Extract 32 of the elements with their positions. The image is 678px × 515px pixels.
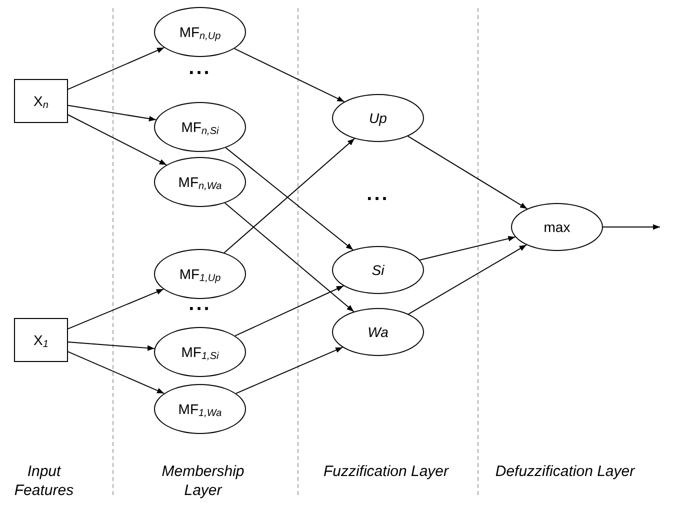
node-ellipse: MF$_{n,Si}$	[154, 102, 246, 152]
arrow	[68, 288, 164, 330]
arrow	[68, 47, 165, 90]
node-ellipse: Si	[332, 246, 424, 294]
node-ellipse: MF$_{1,Si}$	[154, 327, 246, 377]
arrow	[68, 114, 167, 166]
ellipsis: ...	[188, 56, 212, 81]
arrow	[236, 346, 344, 394]
arrow	[224, 202, 354, 312]
arrow	[419, 236, 516, 260]
input-box: X$_{n}$	[14, 79, 68, 123]
column-label: Input Features	[13, 462, 75, 500]
node-ellipse: Wa	[332, 308, 424, 356]
node-ellipse: MF$_{n,Up}$	[154, 7, 246, 57]
arrow	[407, 136, 528, 210]
arrow	[68, 104, 156, 122]
arrow	[68, 342, 155, 351]
node-ellipse: max	[511, 203, 603, 251]
node-ellipse: Up	[332, 94, 424, 142]
column-label: Defuzzification Layer	[494, 462, 636, 481]
column-label: Fuzzification Layer	[322, 462, 450, 481]
column-label: Membership Layer	[160, 462, 246, 500]
arrow	[602, 224, 660, 230]
node-ellipse: MF$_{n,Wa}$	[154, 157, 246, 207]
arrow	[408, 244, 527, 315]
ellipsis: ...	[366, 182, 390, 207]
node-ellipse: MF$_{1,Up}$	[154, 249, 246, 299]
arrow	[68, 351, 165, 394]
input-box: X$_{1}$	[14, 318, 68, 362]
arrow	[234, 285, 344, 336]
node-ellipse: MF$_{1,Wa}$	[154, 384, 246, 434]
arrow	[234, 48, 345, 102]
